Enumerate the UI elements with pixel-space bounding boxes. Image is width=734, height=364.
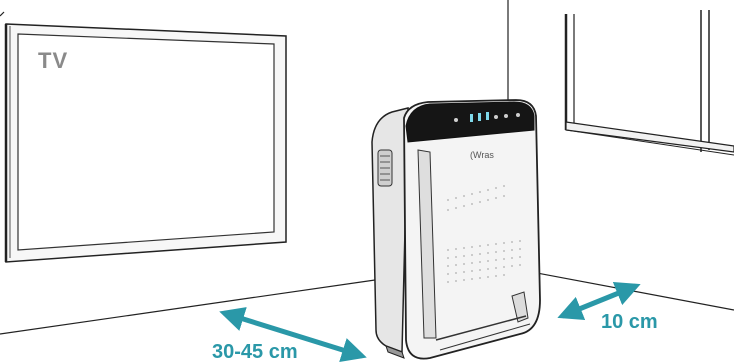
window-icon — [566, 10, 734, 155]
svg-text:(Wras: (Wras — [470, 150, 494, 160]
front-distance-label: 30-45 cm — [212, 341, 298, 364]
air-purifier-icon: (Wras — [372, 100, 540, 359]
tv-label: TV — [38, 48, 68, 74]
side-distance-label: 10 cm — [601, 311, 658, 334]
